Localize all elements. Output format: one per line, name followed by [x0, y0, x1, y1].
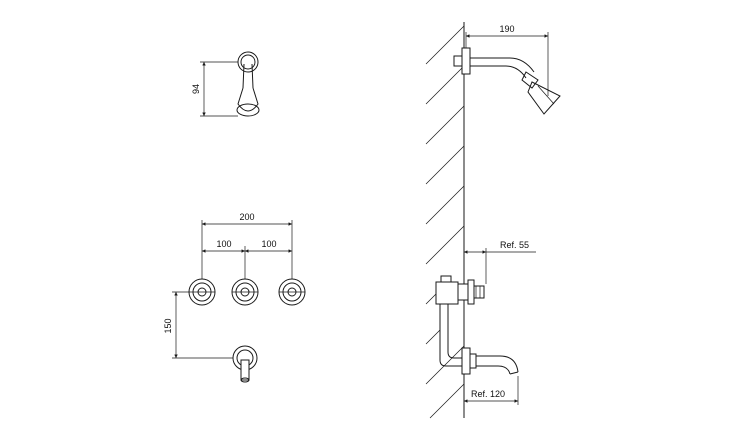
dimension-valve-spacing: 100 100: [202, 239, 292, 279]
side-vertical-pipe: [439, 304, 462, 367]
dimension-200-label: 200: [239, 212, 254, 222]
dimension-spout-reference: Ref. 120: [464, 376, 519, 405]
dimension-150-label: 150: [163, 318, 173, 333]
side-valve-body: [435, 275, 485, 305]
front-valve-center: [231, 278, 259, 306]
front-valve-right: [278, 278, 306, 306]
side-shower-arm: [453, 47, 561, 115]
side-spout: [461, 347, 519, 375]
dimension-arm-projection: 190: [465, 24, 549, 96]
wall-hatching: [425, 25, 465, 419]
dimension-190-label: 190: [499, 24, 514, 34]
front-valve-left: [188, 278, 216, 306]
front-shower-head: [236, 51, 260, 117]
dimension-valve-reference: Ref. 55: [464, 240, 536, 284]
dimension-spout-drop: 150: [163, 291, 233, 359]
side-wall: [425, 22, 465, 419]
front-spout: [232, 345, 258, 383]
dimension-94-label: 94: [191, 84, 201, 94]
dimension-shower-height: 94: [191, 61, 238, 117]
reference-55-label: Ref. 55: [500, 240, 529, 250]
dimension-100-right-label: 100: [261, 239, 276, 249]
dimension-100-left-label: 100: [216, 239, 231, 249]
reference-120-label: Ref. 120: [471, 389, 505, 399]
